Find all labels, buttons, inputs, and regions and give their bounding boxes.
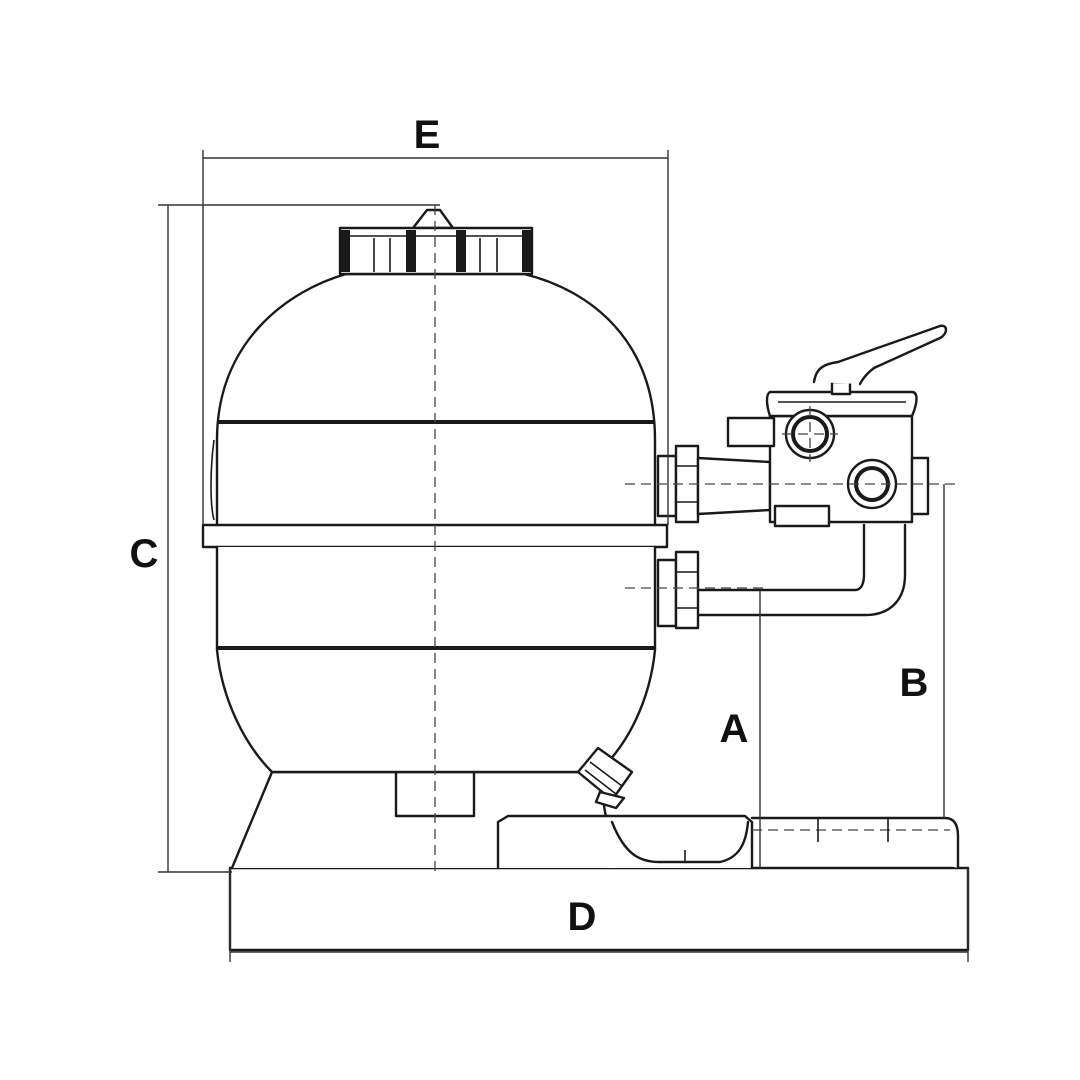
drain-block: [394, 770, 476, 818]
tank-lid: [338, 208, 534, 276]
dimension-lines: [158, 150, 969, 962]
lower-pipe: [656, 523, 907, 630]
base-plate: [228, 866, 970, 952]
label-a: A: [720, 707, 749, 751]
multiport-valve: [726, 324, 948, 528]
filter-tank: [201, 272, 669, 774]
centre-lines: [434, 205, 960, 872]
lower-pipe-union: [674, 550, 700, 630]
label-e: E: [414, 113, 441, 157]
drain-fitting: [576, 746, 634, 810]
label-c: C: [130, 532, 159, 576]
label-d: D: [568, 895, 597, 939]
upper-pipe: [656, 444, 772, 524]
pump-housing: [496, 814, 960, 870]
label-b: B: [900, 661, 929, 705]
